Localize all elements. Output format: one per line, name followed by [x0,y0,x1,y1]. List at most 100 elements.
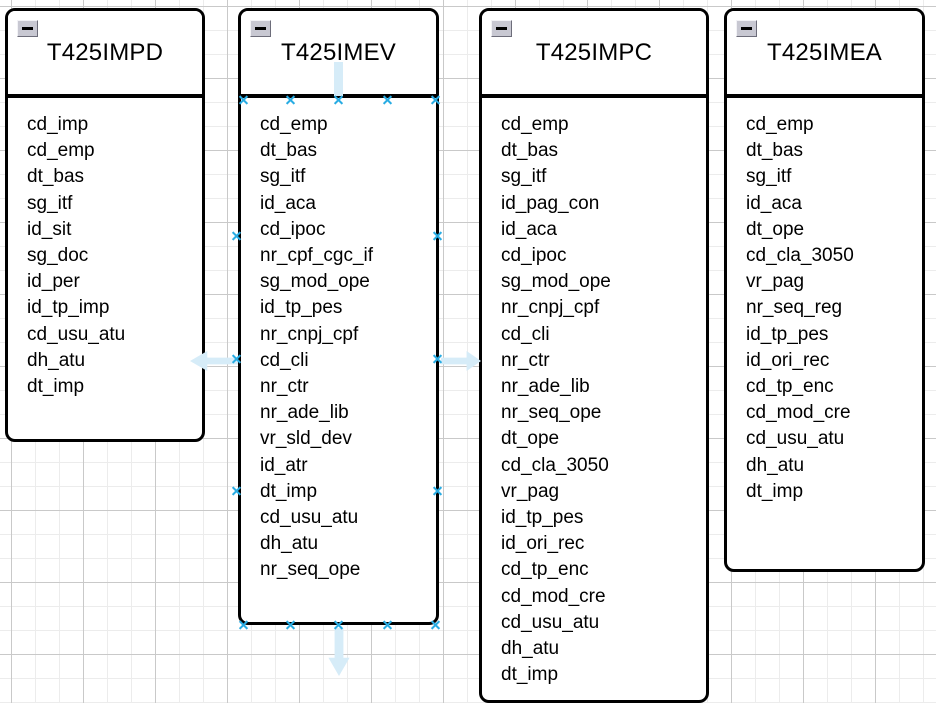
entity-header-t425imev[interactable]: T425IMEV [241,11,436,98]
entity-field[interactable]: id_ori_rec [501,533,585,555]
entity-field-list-t425imea: cd_emp dt_bas sg_itf id_aca dt_ope cd_cla_305… [727,98,922,515]
entity-field-list-t425impc: cd_emp dt_bas sg_itf id_pag_con id_aca cd_ipo… [482,98,706,698]
resize-handle-bottom[interactable] [285,619,296,630]
entity-field[interactable]: nr_ade_lib [260,402,349,424]
entity-field[interactable]: sg_itf [260,166,306,188]
entity-field[interactable]: cd_emp [501,114,569,135]
entity-table-t425impc[interactable]: T425IMPC cd_emp dt_bas sg_itf id_pag_con id_a… [479,8,709,703]
entity-field[interactable]: cd_mod_cre [501,585,606,607]
entity-field[interactable]: cd_mod_cre [746,402,851,424]
entity-header-t425impd[interactable]: T425IMPD [8,11,202,98]
entity-field[interactable]: sg_itf [27,192,73,214]
entity-field[interactable]: cd_emp [27,140,95,162]
entity-field[interactable]: id_sit [27,218,72,240]
entity-field[interactable]: dh_atu [27,349,86,371]
entity-field[interactable]: nr_cpf_cgc_if [260,245,374,267]
entity-field[interactable]: cd_ipoc [501,245,567,267]
entity-field[interactable]: cd_cli [260,349,309,371]
collapse-icon[interactable] [491,20,512,37]
entity-field[interactable]: nr_ctr [260,376,309,398]
entity-field[interactable]: id_aca [260,192,316,214]
minus-glyph [741,27,752,30]
entity-field[interactable]: sg_mod_ope [260,271,370,293]
entity-field[interactable]: cd_imp [27,114,89,135]
entity-field[interactable]: id_pag_con [501,192,600,214]
entity-field[interactable]: dh_atu [260,533,319,555]
entity-field[interactable]: vr_sld_dev [260,428,352,450]
entity-field[interactable]: id_tp_pes [501,507,584,529]
entity-field[interactable]: id_tp_imp [27,297,110,319]
entity-field[interactable]: dt_ope [746,218,805,240]
collapse-icon[interactable] [250,20,271,37]
entity-field[interactable]: cd_ipoc [260,218,326,240]
entity-field[interactable]: nr_seq_reg [746,297,843,319]
entity-field[interactable]: dt_bas [260,140,318,162]
entity-field[interactable]: vr_pag [746,271,805,293]
collapse-icon[interactable] [736,20,757,37]
entity-field[interactable]: dt_bas [501,140,559,162]
entity-field[interactable]: dh_atu [501,638,560,660]
entity-header-t425impc[interactable]: T425IMPC [482,11,706,98]
entity-field[interactable]: vr_pag [501,480,560,502]
entity-field[interactable]: dt_ope [501,428,560,450]
resize-handle-top[interactable] [333,94,344,105]
entity-field[interactable]: dt_imp [27,376,85,398]
resize-handle-left[interactable] [231,353,242,364]
entity-field[interactable]: dh_atu [746,454,805,476]
resize-handle-right[interactable] [432,485,443,496]
resize-handle-bottom[interactable] [333,619,344,630]
resize-handle-bottom[interactable] [430,619,441,630]
entity-field[interactable]: dt_imp [501,664,559,686]
entity-field[interactable]: id_atr [260,454,308,476]
entity-field[interactable]: dt_bas [746,140,804,162]
entity-field[interactable]: id_aca [501,218,557,240]
entity-header-t425imea[interactable]: T425IMEA [727,11,922,98]
resize-handle-right[interactable] [432,353,443,364]
entity-field[interactable]: cd_tp_enc [746,376,834,398]
collapse-icon[interactable] [17,20,38,37]
entity-field[interactable]: dt_bas [27,166,85,188]
relationship-arrow-rel-imev-down[interactable] [328,628,350,676]
entity-field[interactable]: cd_usu_atu [501,611,600,633]
entity-field[interactable]: nr_ctr [501,349,550,371]
resize-handle-top[interactable] [238,94,249,105]
entity-field[interactable]: nr_seq_ope [501,402,602,424]
entity-field[interactable]: cd_cla_3050 [746,245,854,267]
resize-handle-right[interactable] [432,230,443,241]
entity-field[interactable]: sg_itf [501,166,547,188]
entity-field[interactable]: cd_emp [746,114,814,135]
entity-field[interactable]: sg_mod_ope [501,271,611,293]
entity-field[interactable]: cd_usu_atu [260,507,359,529]
entity-field[interactable]: cd_emp [260,114,328,135]
entity-field[interactable]: cd_cla_3050 [501,454,609,476]
entity-field[interactable]: cd_cli [501,323,550,345]
entity-field[interactable]: cd_tp_enc [501,559,589,581]
entity-field[interactable]: sg_doc [27,245,89,267]
entity-field[interactable]: nr_cnpj_cpf [260,323,359,345]
resize-handle-top[interactable] [382,94,393,105]
resize-handle-bottom[interactable] [238,619,249,630]
entity-field[interactable]: id_tp_pes [260,297,343,319]
entity-field[interactable]: id_ori_rec [746,349,830,371]
resize-handle-top[interactable] [285,94,296,105]
entity-field[interactable]: id_per [27,271,80,293]
entity-field[interactable]: cd_usu_atu [27,323,126,345]
resize-handle-left[interactable] [231,230,242,241]
resize-handle-top[interactable] [430,94,441,105]
entity-field[interactable]: id_aca [746,192,802,214]
entity-field[interactable]: sg_itf [746,166,792,188]
entity-field[interactable]: cd_usu_atu [746,428,845,450]
entity-field[interactable]: nr_cnpj_cpf [501,297,600,319]
resize-handle-bottom[interactable] [382,619,393,630]
entity-field[interactable]: nr_ade_lib [501,376,590,398]
entity-field[interactable]: nr_seq_ope [260,559,361,581]
entity-field[interactable]: dt_imp [746,480,804,502]
resize-handle-left[interactable] [231,485,242,496]
relationship-arrow-rel-imev-to-impc[interactable] [441,351,481,371]
entity-field[interactable]: dt_imp [260,480,318,502]
entity-field[interactable]: id_tp_pes [746,323,829,345]
